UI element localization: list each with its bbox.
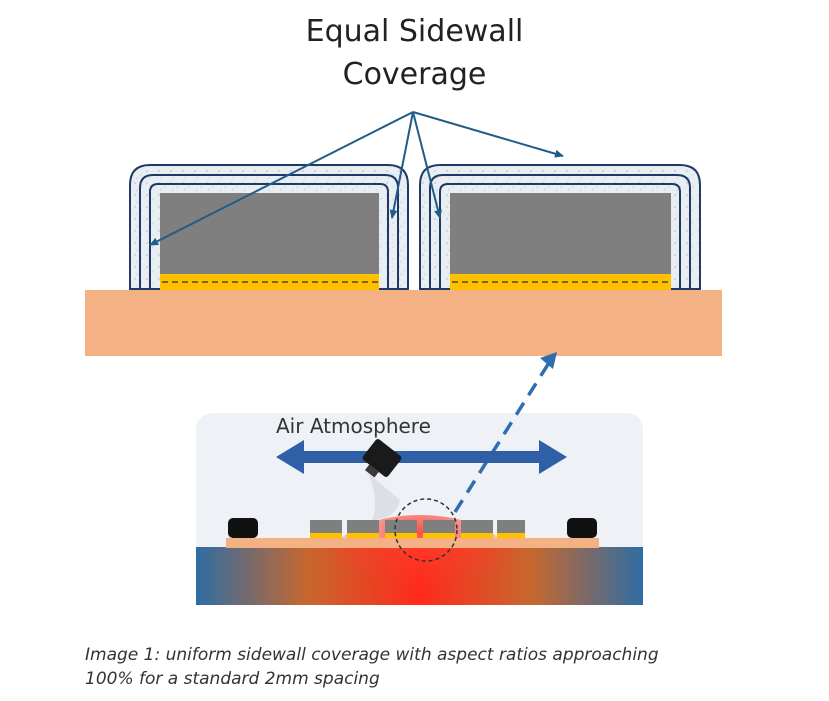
caption-line-1: Image 1: uniform sidewall coverage with … — [85, 645, 659, 665]
arrow-left-inner-sidewall — [389, 111, 414, 219]
carrier-board — [226, 538, 599, 548]
spray-nozzle-icon — [362, 439, 402, 478]
arrow-right-top — [412, 111, 564, 158]
title-line-2: Coverage — [342, 57, 487, 92]
zoom-pointer-arrowhead — [540, 352, 557, 369]
right-coating-inner — [439, 183, 681, 289]
zoom-pointer-arrow — [453, 357, 554, 513]
left-coating-mid — [139, 174, 399, 289]
small-die — [310, 520, 342, 538]
right-solder-layer — [450, 274, 671, 290]
left-clamp — [228, 518, 258, 538]
figure-caption: Image 1: uniform sidewall coverage with … — [85, 643, 805, 691]
small-die — [423, 520, 455, 538]
small-die-array — [310, 520, 525, 538]
small-die — [347, 520, 379, 538]
spray-mist — [368, 473, 400, 520]
left-coated-device — [129, 164, 409, 290]
air-atmosphere-label: Air Atmosphere — [276, 414, 431, 438]
substrate — [85, 290, 722, 356]
left-solder-layer — [160, 274, 379, 290]
right-clamp — [567, 518, 597, 538]
small-die — [461, 520, 493, 538]
small-die — [497, 520, 525, 538]
small-die — [385, 520, 417, 538]
title-line-1: Equal Sidewall — [305, 14, 524, 49]
atmosphere-double-arrow — [276, 440, 567, 474]
coverage-arrows — [149, 111, 564, 246]
arrow-left-sidewall — [149, 111, 414, 246]
arrow-right-inner-sidewall — [412, 111, 442, 219]
right-die — [450, 193, 671, 274]
right-coated-device — [419, 164, 701, 290]
zoom-circle — [394, 498, 458, 562]
caption-line-2: 100% for a standard 2mm spacing — [85, 669, 380, 689]
left-die — [160, 193, 379, 274]
